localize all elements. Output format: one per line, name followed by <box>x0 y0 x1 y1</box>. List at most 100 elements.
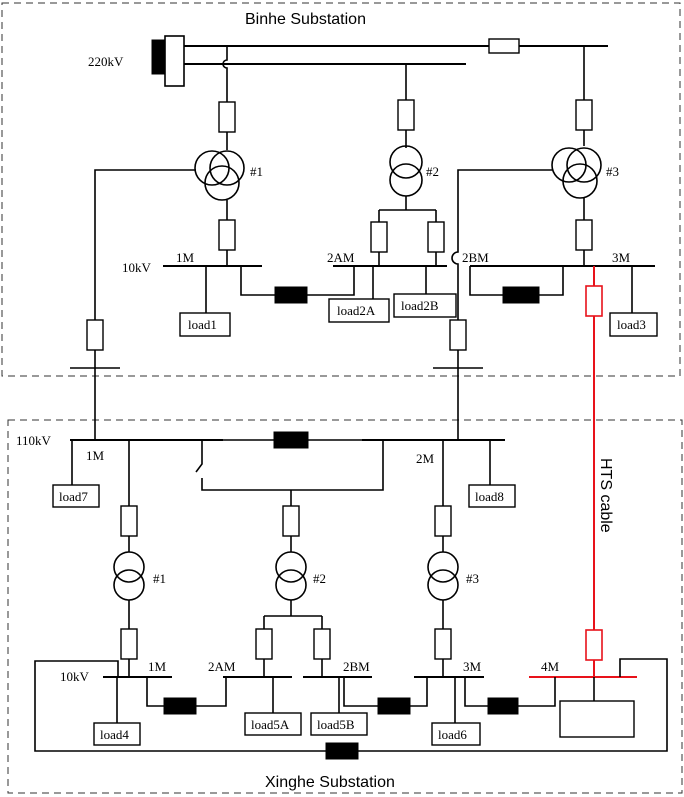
load3-label: load3 <box>617 317 646 332</box>
bus-10kv-2bm-label: 2BM <box>343 659 370 674</box>
winding <box>275 551 307 583</box>
winding <box>113 551 145 583</box>
bus-2am-label: 2AM <box>327 250 355 265</box>
bus-coupler-1m-2am <box>274 286 308 304</box>
xinghe-substation-title: Xinghe Substation <box>265 774 395 791</box>
bus-110kv-2m-label: 2M <box>416 451 435 466</box>
load6-box <box>431 722 481 746</box>
tie-line-1 <box>94 169 196 320</box>
bus-2bm-label: 2BM <box>462 250 489 265</box>
breaker <box>434 628 452 660</box>
load1-box <box>179 312 231 337</box>
breaker <box>282 505 300 537</box>
voltage-10kv-xinghe-label: 10kV <box>60 669 90 684</box>
load4-box <box>93 722 141 746</box>
breaker <box>434 505 452 537</box>
binhe-10kv-section: 10kV 1M 2AM 2BM 3M load1 load2A load2B l… <box>122 250 658 337</box>
xinghe-transformer-1: #1 <box>113 440 166 677</box>
bus-10kv-1m-label: 1M <box>148 659 167 674</box>
load5a-box <box>244 712 302 736</box>
winding <box>551 147 587 183</box>
binhe-transformer-2: #2 <box>370 99 445 266</box>
load3-box <box>609 312 658 337</box>
load4-label: load4 <box>100 727 129 742</box>
load8-box <box>468 484 516 508</box>
winding <box>194 150 230 186</box>
hts-cable-label: HTS cable <box>597 458 614 533</box>
tie-line-2-breaker <box>449 319 467 351</box>
bus-10kv-3m-label: 3M <box>463 659 482 674</box>
winding <box>566 147 602 183</box>
load5b-box <box>310 712 368 736</box>
bus-10kv-2am-label: 2AM <box>208 659 236 674</box>
hts-breaker-top <box>585 285 603 317</box>
breaker <box>575 99 593 131</box>
hts-cable: HTS cable <box>585 266 614 677</box>
bus-coupler-2bm-3m <box>377 697 411 715</box>
breaker <box>218 101 236 133</box>
bus-3m-label: 3M <box>612 250 631 265</box>
breaker-2b <box>427 221 445 253</box>
xinghe-10kv-section: 10kV 1M 2AM 2BM 3M 4M load4 lo <box>34 658 668 760</box>
bus-coupler-1m-2am <box>163 697 197 715</box>
220kv-breaker <box>151 39 165 75</box>
breaker <box>575 219 593 251</box>
transformer-label: #1 <box>250 164 263 179</box>
binhe-transformer-3: #3 <box>551 99 619 266</box>
hts-breaker-bottom <box>585 629 603 661</box>
breaker-5b <box>313 628 331 660</box>
binhe-transformer-1: #1 <box>194 101 263 266</box>
bus-coupler-3m-4m <box>487 697 519 715</box>
bus-10kv-4m-label: 4M <box>541 659 560 674</box>
voltage-10kv-binhe-label: 10kV <box>122 260 152 275</box>
voltage-220kv-label: 220kV <box>88 54 124 69</box>
transformer-label: #2 <box>313 571 326 586</box>
bus-coupler-110kv <box>273 431 309 449</box>
breaker <box>397 99 415 131</box>
transformer-label: #3 <box>606 164 619 179</box>
transformer-label: #1 <box>153 571 166 586</box>
xinghe-transformer-3: #3 <box>427 440 479 677</box>
ring-line-right <box>358 658 668 752</box>
load5b-label: load5B <box>317 717 355 732</box>
220kv-feeder-1 <box>222 46 228 102</box>
load7-box <box>52 484 100 508</box>
ring-line-left <box>34 660 326 752</box>
load1-label: load1 <box>188 317 217 332</box>
tie-line-2 <box>451 169 553 320</box>
breaker <box>218 219 236 251</box>
load8-label: load8 <box>475 489 504 504</box>
bus-110kv-1m-label: 1M <box>86 448 105 463</box>
xinghe-substation-boundary <box>7 419 683 794</box>
220kv-source-loop <box>164 35 185 87</box>
transformer-label: #3 <box>466 571 479 586</box>
load6-label: load6 <box>438 727 467 742</box>
load7-label: load7 <box>59 489 88 504</box>
winding <box>209 150 245 186</box>
bus-1m-label: 1M <box>176 250 195 265</box>
breaker-5a <box>255 628 273 660</box>
binhe-xinghe-tie-lines <box>70 169 553 440</box>
220kv-tie-breaker <box>488 38 520 54</box>
winding <box>389 145 423 179</box>
breaker-2a <box>370 221 388 253</box>
4m-equipment-box <box>559 700 635 738</box>
winding <box>275 569 307 601</box>
xinghe-transformer-2: #2 <box>255 505 331 677</box>
winding <box>562 163 598 199</box>
binhe-substation-boundary <box>1 2 681 377</box>
bus-coupler-2bm-3m <box>502 286 540 304</box>
voltage-110kv-label: 110kV <box>16 433 52 448</box>
load2b-label: load2B <box>401 298 439 313</box>
tie-line-1-breaker <box>86 319 104 351</box>
transformer-label: #2 <box>426 164 439 179</box>
winding <box>113 569 145 601</box>
binhe-220kv-section: 220kV <box>88 35 608 102</box>
winding <box>389 163 423 197</box>
breaker <box>120 628 138 660</box>
bridge-line <box>201 440 384 491</box>
winding <box>427 551 459 583</box>
breaker <box>120 505 138 537</box>
winding <box>204 165 240 201</box>
